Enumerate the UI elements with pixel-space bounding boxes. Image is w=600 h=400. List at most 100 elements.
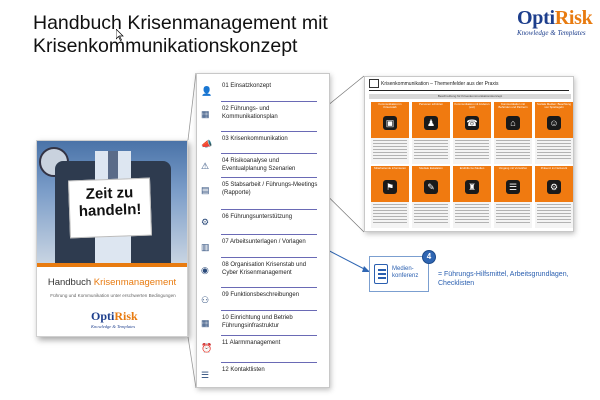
topic-card-header: Umgang mit Vorwürfen ☰ <box>494 166 532 202</box>
cover-accent-bar <box>37 263 187 267</box>
cover-logo-tagline: Knowledge & Templates <box>91 324 136 329</box>
topic-card: Kommunikation mit Behörden und Partnern⌂ <box>494 102 532 164</box>
toc-item[interactable]: ☰12 Kontaktlisten <box>197 366 331 388</box>
optirisk-logo: OptiRisk Knowledge & Templates <box>517 8 595 37</box>
topic-card: Umgang mit Vorwürfen ☰ <box>494 166 532 228</box>
person-icon: 👤 <box>201 86 213 96</box>
topic-card-header: Mitarbeitende informieren ⚑ <box>371 166 409 202</box>
step-badge: 4 <box>422 250 436 264</box>
topic-icon: ☰ <box>506 180 520 194</box>
topic-icon: ⚙ <box>547 180 561 194</box>
toc-divider <box>221 177 317 178</box>
topic-icon: ⚑ <box>383 180 397 194</box>
title-line-2: Krisenkommunikationskonzept <box>33 35 298 57</box>
toc-item-label: 08 Organisation Krisenstab und Cyber Kri… <box>222 262 307 276</box>
toc-item-label: 07 Arbeitsunterlagen / Vorlagen <box>222 239 306 245</box>
topic-card: Kommunikation im Krisenstab▣ <box>371 102 409 164</box>
topic-icon: ▣ <box>383 116 397 130</box>
topic-card-body <box>414 204 448 224</box>
topic-card-header: Kommunikation mit Behörden und Partnern⌂ <box>494 102 532 138</box>
topic-card-title: Mediale Eskalation <box>419 166 443 170</box>
cover-title: Handbuch Krisenmanagement <box>37 277 187 288</box>
logo-suffix: Risk <box>554 7 593 29</box>
toc-item[interactable]: 👤 01 Einsatzkonzept <box>197 82 331 104</box>
topic-card-title: Mitarbeitende informieren <box>374 166 406 170</box>
toc-item-label: 12 Kontaktlisten <box>222 367 265 373</box>
logo-tagline: Knowledge & Templates <box>517 29 586 37</box>
callout-label-line-2: konferenz <box>392 273 419 279</box>
topic-icon: ♟ <box>424 116 438 130</box>
topic-card-header: Mediale Eskalation✎ <box>412 166 450 202</box>
preview-band: Beschreibung für Krisenkommunikationskon… <box>369 94 571 99</box>
toc-item-label: 11 Alarmmanagement <box>222 340 281 346</box>
topic-card-body <box>455 140 489 160</box>
topic-card-title: Kommunikation mit Behörden und Partnern <box>498 102 528 110</box>
toc-item[interactable]: ▤ 05 Stabsarbeit / Führungs-Meetings (Rap… <box>197 181 331 203</box>
topic-card: Kommunikation mit Anderen (ext) ☎ <box>453 102 491 164</box>
window-icon <box>369 79 379 88</box>
topic-card-header: Soziale Medien: Beachtung von Spielregel… <box>535 102 573 138</box>
toc-item[interactable]: 📣03 Krisenkommunikation <box>197 135 331 157</box>
toc-divider <box>221 153 317 154</box>
toc-item-label: 05 Stabsarbeit / Führungs-Meetings (Rapp… <box>222 182 318 196</box>
handbook-cover: Zeit zu handeln! Handbuch Krisenmanageme… <box>36 140 188 337</box>
topic-card-title: Kommunikation mit Anderen (ext) <box>454 102 490 110</box>
toc-divider <box>221 287 317 288</box>
toc-divider <box>221 362 317 363</box>
topic-card-title: Ersthilfe bei Medien <box>459 166 485 170</box>
topic-card-body <box>455 204 489 224</box>
mouse-cursor-icon <box>116 29 124 41</box>
topic-card-body <box>373 204 407 224</box>
toc-item[interactable]: ▦ 10 Einrichtung und Betrieb Führungsinfr… <box>197 314 331 336</box>
toc-divider <box>221 335 317 336</box>
topic-card-title: Soziale Medien: Beachtung von Spielregel… <box>536 102 572 110</box>
topic-card-header: Personen schützen ♟ <box>412 102 450 138</box>
toc-item-label: 01 Einsatzkonzept <box>222 83 272 89</box>
toc-item-label: 10 Einrichtung und Betrieb Führungsinfra… <box>222 315 293 329</box>
topic-card-body <box>496 204 530 224</box>
topic-card-body <box>373 140 407 160</box>
topic-card-body <box>537 204 571 224</box>
functions-icon: ⚇ <box>201 295 210 305</box>
topic-card: Mediale Eskalation✎ <box>412 166 450 228</box>
topic-icon: ♜ <box>465 180 479 194</box>
meeting-icon: ▤ <box>201 185 210 195</box>
cover-sign: Zeit zu handeln! <box>68 177 152 239</box>
checklist-icon <box>374 264 388 284</box>
topic-icon: ☺ <box>547 116 561 130</box>
table-of-contents: 👤 01 Einsatzkonzept ▦ 02 Führungs- und Komm… <box>196 73 330 388</box>
logo-prefix: Opti <box>517 7 555 29</box>
toc-divider <box>221 131 317 132</box>
topic-card-title: Umgang mit Vorwürfen <box>498 166 528 170</box>
toc-divider <box>221 257 317 258</box>
toc-item[interactable]: ⚙06 Führungsunterstützung <box>197 213 331 235</box>
toc-divider <box>221 101 317 102</box>
callout-description: = Führungs-Hilfsmittel, Arbeitsgrundlage… <box>438 271 569 287</box>
toc-item-label: 02 Führungs- und Kommunikationsplan <box>222 106 278 120</box>
infrastructure-icon: ▦ <box>201 318 210 328</box>
preview-header: Krisenkommunikation – Themenfelder aus d… <box>381 81 499 87</box>
toc-item[interactable]: ◉08 Organisation Krisenstab und Cyber Kr… <box>197 261 331 283</box>
toc-item[interactable]: ⚠04 Risikoanalyse und Eventualplanung Sz… <box>197 157 331 179</box>
medienkonferenz-callout[interactable]: Medien- konferenz <box>369 256 429 292</box>
megaphone-icon: 📣 <box>201 139 213 149</box>
title-line-1: Handbuch Krisenmanagement mit <box>33 12 328 34</box>
topic-card-header: Ersthilfe bei Medien ♜ <box>453 166 491 202</box>
toc-item[interactable]: ▦ 02 Führungs- und Kommunikationsplan <box>197 105 331 127</box>
sign-line-2: handeln! <box>78 200 142 221</box>
toc-item[interactable]: ⚇09 Funktionsbeschreibungen <box>197 291 331 313</box>
org-chart-icon: ▦ <box>201 109 210 119</box>
topic-card-header: Kommunikation im Krisenstab▣ <box>371 102 409 138</box>
toc-item[interactable]: ⏰11 Alarmmanagement <box>197 339 331 361</box>
toc-divider <box>221 209 317 210</box>
cover-title-highlight: Krisenmanagement <box>93 277 177 288</box>
cover-subtitle: Führung und Kommunikation unter erschwer… <box>50 293 176 298</box>
topic-card: Mitarbeitende informieren ⚑ <box>371 166 409 228</box>
topic-card-title: Präsenz im Netzwerk <box>540 166 568 170</box>
topic-card-title: Personen schützen <box>419 102 443 106</box>
toc-item[interactable]: ▥07 Arbeitsunterlagen / Vorlagen <box>197 238 331 260</box>
topic-icon: ☎ <box>465 116 479 130</box>
support-icon: ⚙ <box>201 217 210 227</box>
cover-logo-prefix: Opti <box>91 309 115 323</box>
cover-logo: OptiRisk Knowledge & Templates <box>91 309 138 329</box>
